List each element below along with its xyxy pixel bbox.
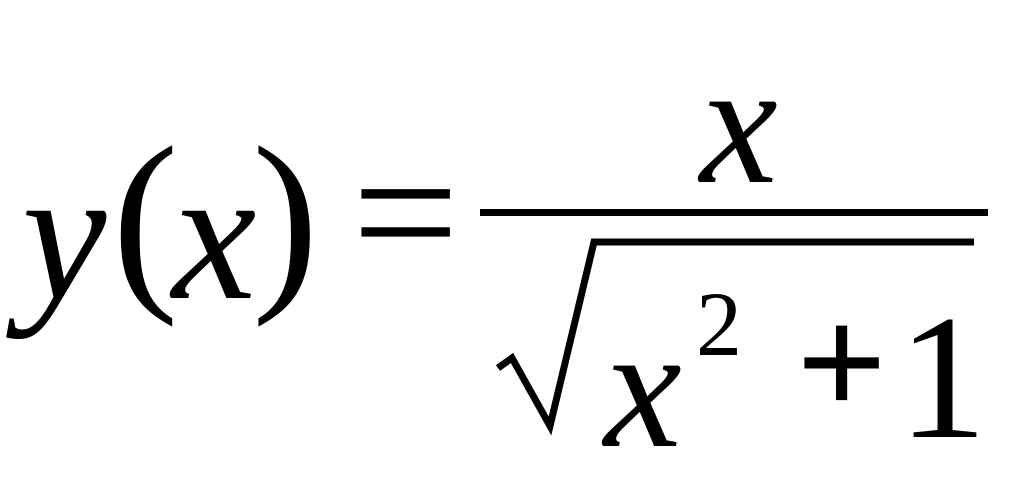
left-parenthesis: ( [112, 107, 179, 328]
denominator-variable: x [604, 290, 682, 484]
denominator-constant: 1 [898, 278, 987, 476]
lhs-argument-variable: x [172, 130, 257, 340]
fraction-bar [480, 209, 988, 216]
numerator-variable: x [700, 26, 778, 220]
lhs-function-symbol: y [22, 130, 107, 340]
right-parenthesis: ) [252, 107, 319, 328]
exponent: 2 [696, 273, 742, 375]
square-root-icon [495, 238, 974, 436]
plus-sign: + [796, 273, 888, 451]
equation: y ( x ) = x x 2 + 1 [22, 26, 988, 476]
equals-sign: = [352, 108, 460, 318]
